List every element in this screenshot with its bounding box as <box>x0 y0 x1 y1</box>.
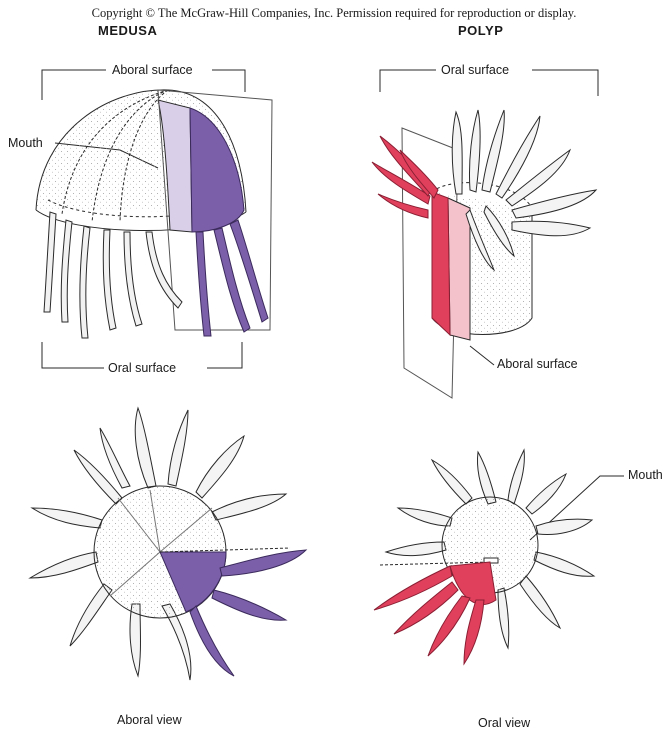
polyp-oral-view <box>374 450 624 664</box>
polyp-aboral-surface-label: Aboral surface <box>497 357 578 371</box>
copyright-notice: Copyright © The McGraw-Hill Companies, I… <box>0 6 668 21</box>
polyp-title: POLYP <box>458 23 503 38</box>
medusa-title: MEDUSA <box>98 23 157 38</box>
medusa-mouth-label: Mouth <box>8 136 43 150</box>
medusa-aboral-surface-label: Aboral surface <box>112 63 193 77</box>
polyp-aboral-leader <box>470 346 494 365</box>
polyp-cut-section <box>432 192 450 335</box>
polyp-view-cut-section <box>450 562 496 605</box>
medusa-side-view <box>36 70 272 368</box>
medusa-oral-surface-label: Oral surface <box>108 361 176 375</box>
polyp-cut-face-light <box>448 198 470 340</box>
oral-view-caption: Oral view <box>478 716 530 730</box>
polyp-side-view <box>372 70 598 398</box>
aboral-view-caption: Aboral view <box>117 713 182 727</box>
polyp-mouth-label: Mouth <box>628 468 663 482</box>
polyp-oral-surface-label: Oral surface <box>441 63 509 77</box>
medusa-aboral-view <box>30 408 306 680</box>
